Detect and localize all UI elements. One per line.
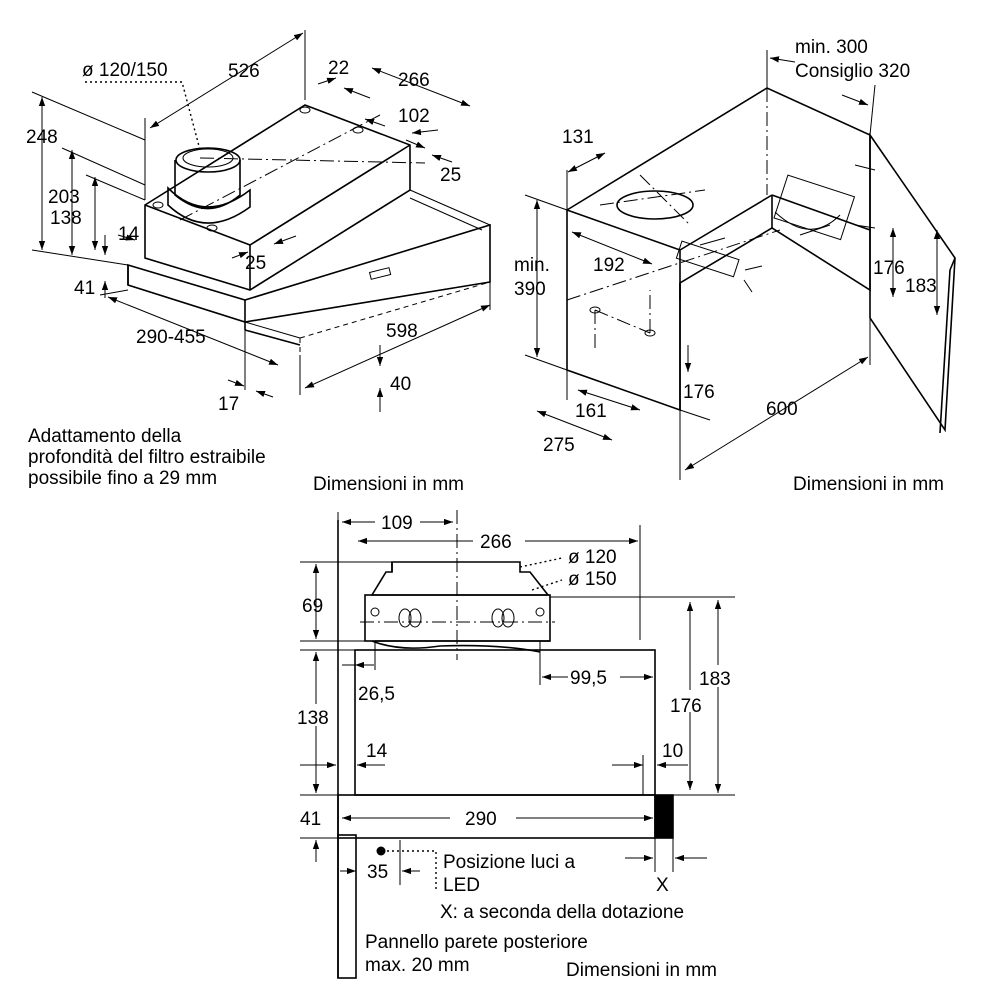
- duct-opening: [616, 190, 694, 220]
- dim-266-bottom: 266: [480, 532, 512, 553]
- filter-note-line-3: possibile fino a 29 mm: [28, 468, 217, 489]
- dim-22: 22: [328, 58, 349, 79]
- min-300-label: min. 300: [795, 37, 868, 58]
- dim-176-lower: 176: [683, 382, 715, 403]
- dim-17: 17: [218, 394, 239, 415]
- dim-x: X: [656, 875, 669, 896]
- slide-front-trim: [655, 795, 673, 838]
- duct-diameter-label: ø 120/150: [82, 60, 168, 81]
- dim-109: 109: [381, 513, 413, 534]
- dim-69: 69: [302, 596, 323, 617]
- cabinet-isometric-drawing: min. 300 Consiglio 320 131 192 min. 390 …: [514, 37, 956, 495]
- dim-600: 600: [766, 399, 798, 420]
- dim-203: 203: [48, 187, 80, 208]
- dim-183-door: 183: [905, 276, 937, 297]
- dim-25-right: 25: [440, 165, 461, 186]
- x-note: X: a seconda della dotazione: [440, 902, 684, 923]
- dim-10: 10: [662, 741, 683, 762]
- dim-266: 266: [398, 70, 430, 91]
- dim-176-door: 176: [873, 258, 905, 279]
- dim-275: 275: [543, 435, 575, 456]
- dim-248: 248: [26, 127, 58, 148]
- dim-dia-120: ø 120: [568, 547, 617, 568]
- dim-14: 14: [118, 224, 140, 245]
- back-wall-panel: [337, 834, 357, 979]
- dim-138-bottom: 138: [297, 708, 329, 729]
- dim-598: 598: [386, 321, 418, 342]
- dim-176-bottom: 176: [670, 696, 702, 717]
- caption-top-right: Dimensioni in mm: [793, 474, 944, 495]
- dim-183-bottom: 183: [699, 669, 731, 690]
- filter-note-line-2: profondità del filtro estraibile: [28, 447, 266, 468]
- dim-25-lower: 25: [245, 253, 266, 274]
- dim-35: 35: [367, 862, 388, 883]
- filter-note-line-1: Adattamento della: [28, 426, 182, 447]
- dim-102: 102: [398, 106, 430, 127]
- dim-131: 131: [562, 127, 594, 148]
- led-label-line-1: Posizione luci a: [443, 852, 575, 873]
- dim-26-5: 26,5: [358, 684, 395, 705]
- duct-collar: [167, 147, 251, 224]
- telescopic-slide: [127, 223, 491, 323]
- dim-526: 526: [228, 61, 260, 82]
- dim-99-5: 99,5: [570, 668, 607, 689]
- side-elevation-drawing: 109 266 ø 120 ø 150 69 26,5 99,5 176 1: [296, 510, 739, 981]
- dim-14-bottom: 14: [366, 741, 388, 762]
- dim-138: 138: [50, 208, 82, 229]
- dim-40: 40: [390, 374, 411, 395]
- dim-290-455: 290-455: [136, 327, 206, 348]
- dim-192: 192: [593, 255, 625, 276]
- recommended-320-label: Consiglio 320: [795, 61, 910, 82]
- caption-top-left: Dimensioni in mm: [313, 474, 464, 495]
- dim-161: 161: [575, 401, 607, 422]
- hood-body-side: [354, 649, 656, 796]
- cabinet-door: [869, 132, 956, 433]
- led-label-line-2: LED: [443, 875, 480, 896]
- dim-min: min.: [514, 255, 550, 276]
- panel-note-line-2: max. 20 mm: [365, 955, 470, 976]
- dim-390: 390: [514, 279, 546, 300]
- led-position-marker: [376, 846, 386, 856]
- panel-note-line-1: Pannello parete posteriore: [365, 932, 588, 953]
- dim-290: 290: [465, 809, 497, 830]
- cabinet-side-panel: [566, 87, 871, 412]
- dim-dia-150: ø 150: [568, 569, 617, 590]
- caption-bottom: Dimensioni in mm: [566, 960, 717, 981]
- dim-41-bottom: 41: [300, 809, 321, 830]
- dim-41: 41: [74, 278, 95, 299]
- hood-isometric-drawing: 526 ø 120/150 22 266 102 25 25 248 203: [26, 30, 491, 495]
